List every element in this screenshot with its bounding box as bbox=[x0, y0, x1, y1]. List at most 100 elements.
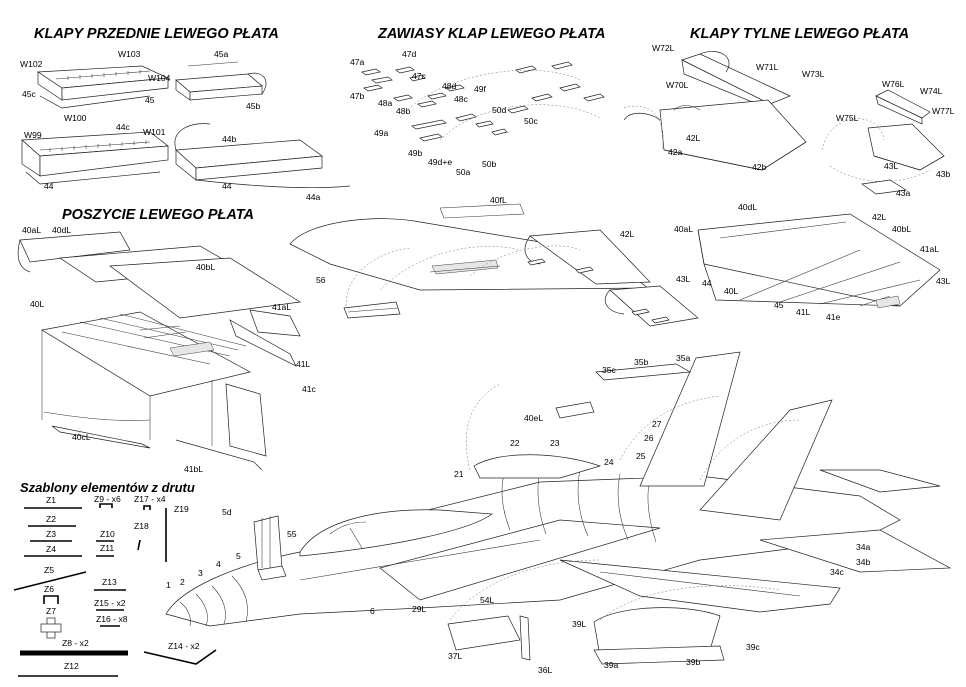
label-42l-center: 42L bbox=[620, 229, 635, 239]
label-47a: 47a bbox=[350, 57, 365, 67]
label-49d-e: 49d+e bbox=[428, 157, 452, 167]
front-flap-lower-drawing bbox=[21, 131, 169, 185]
label-54l: 54L bbox=[480, 595, 495, 605]
label-47b: 47b bbox=[350, 91, 365, 101]
label-49b: 49b bbox=[408, 148, 423, 158]
label-z11: Z11 bbox=[100, 543, 114, 553]
heading-rear-flaps: KLAPY TYLNE LEWEGO PŁATA bbox=[690, 26, 909, 42]
label-41al: 41aL bbox=[272, 302, 291, 312]
label-39c: 39c bbox=[746, 642, 761, 652]
label-z7: Z7 bbox=[46, 606, 56, 616]
label-48b: 48b bbox=[396, 106, 411, 116]
label-27: 27 bbox=[652, 419, 662, 429]
label-56: 56 bbox=[316, 275, 326, 285]
label-22: 22 bbox=[510, 438, 520, 448]
label-39b: 39b bbox=[686, 657, 701, 667]
label-37l: 37L bbox=[448, 651, 463, 661]
label-z14: Z14 - x2 bbox=[168, 641, 200, 651]
label-z19: Z19 bbox=[174, 504, 189, 514]
rear-flap-left-drawing bbox=[623, 51, 807, 171]
z7-cross-shape bbox=[40, 617, 62, 639]
rear-flap-right-drawing bbox=[821, 89, 945, 195]
label-42l-right: 42L bbox=[872, 212, 887, 222]
heading-skin: POSZYCIE LEWEGO PŁATA bbox=[62, 207, 254, 223]
label-z4: Z4 bbox=[46, 544, 56, 554]
hinge-group: 47a 47d 47c 47b 48a 48d 48b 48c 49f 50d … bbox=[350, 49, 605, 177]
label-41c: 41c bbox=[302, 384, 317, 394]
label-44a: 44a bbox=[306, 192, 321, 202]
label-45-right: 45 bbox=[774, 300, 784, 310]
heading-front-flaps: KLAPY PRZEDNIE LEWEGO PŁATA bbox=[34, 26, 279, 42]
wing-center-drawing bbox=[289, 203, 699, 327]
label-50d: 50d bbox=[492, 105, 507, 115]
label-26: 26 bbox=[644, 433, 654, 443]
label-40l-right: 40L bbox=[724, 286, 739, 296]
wing-skin-group: 40aL 40dL 40bL 40L 41aL 41L 41c 40cL 41b… bbox=[17, 225, 317, 474]
wing-center-group: 40fL 42L 56 43L bbox=[289, 195, 699, 327]
label-w75l: W75L bbox=[836, 113, 859, 123]
label-45: 45 bbox=[145, 95, 155, 105]
label-2: 2 bbox=[180, 577, 185, 587]
label-w100: W100 bbox=[64, 113, 87, 123]
label-40l: 40L bbox=[30, 299, 45, 309]
label-45c: 45c bbox=[22, 89, 37, 99]
aircraft-group: 35c 35b 35a 40eL 27 26 22 23 25 24 21 5d… bbox=[165, 351, 952, 675]
wing-skin-exploded-drawing bbox=[17, 231, 302, 471]
label-z13: Z13 bbox=[102, 577, 117, 587]
label-29l: 29L bbox=[412, 604, 427, 614]
label-z18: Z18 bbox=[134, 521, 149, 531]
label-z8: Z8 - x2 bbox=[62, 638, 89, 648]
label-41l: 41L bbox=[296, 359, 311, 369]
label-40el: 40eL bbox=[524, 413, 543, 423]
label-w71l: W71L bbox=[756, 62, 779, 72]
label-40dl: 40dL bbox=[52, 225, 71, 235]
label-44c: 44c bbox=[116, 122, 131, 132]
label-43b: 43b bbox=[936, 169, 951, 179]
rear-flap-group: W72L W71L W70L W73L 42L 42a 42b W76L W74… bbox=[623, 43, 955, 198]
label-23: 23 bbox=[550, 438, 560, 448]
label-w104: W104 bbox=[148, 73, 171, 83]
label-1: 1 bbox=[166, 580, 171, 590]
label-w73l: W73L bbox=[802, 69, 825, 79]
label-39l: 39L bbox=[572, 619, 587, 629]
label-41e: 41e bbox=[826, 312, 841, 322]
wire-template-drawings bbox=[13, 503, 217, 677]
label-49f: 49f bbox=[474, 84, 487, 94]
wire-template-group: Z1 Z2 Z3 Z4 Z5 Z6 Z7 Z8 - x2 Z12 Z9 - x6… bbox=[13, 494, 217, 677]
label-45a: 45a bbox=[214, 49, 229, 59]
heading-wire-templates: Szablony elementów z drutu bbox=[20, 480, 195, 495]
hinge-parts-drawing bbox=[361, 61, 605, 142]
label-z1: Z1 bbox=[46, 495, 56, 505]
label-4: 4 bbox=[216, 559, 221, 569]
label-44-a: 44 bbox=[44, 181, 54, 191]
label-45b: 45b bbox=[246, 101, 261, 111]
label-44-b: 44 bbox=[222, 181, 232, 191]
label-50a: 50a bbox=[456, 167, 471, 177]
label-34b: 34b bbox=[856, 557, 871, 567]
label-z2: Z2 bbox=[46, 514, 56, 524]
label-w76l: W76L bbox=[882, 79, 905, 89]
label-48c: 48c bbox=[454, 94, 469, 104]
label-43l: 43L bbox=[884, 161, 899, 171]
label-w99: W99 bbox=[24, 130, 42, 140]
label-5d: 5d bbox=[222, 507, 232, 517]
label-40bl-right: 40bL bbox=[892, 224, 911, 234]
label-43l-center: 43L bbox=[676, 274, 691, 284]
label-35b: 35b bbox=[634, 357, 649, 367]
label-42b: 42b bbox=[752, 162, 767, 172]
label-z3: Z3 bbox=[46, 529, 56, 539]
label-w74l: W74L bbox=[920, 86, 943, 96]
label-48d: 48d bbox=[442, 81, 457, 91]
label-35c: 35c bbox=[602, 365, 617, 375]
label-34a: 34a bbox=[856, 542, 871, 552]
wing-right-group: 40dL 42L 40aL 40bL 44 40L 41aL 43L 45 41… bbox=[674, 202, 951, 322]
label-21: 21 bbox=[454, 469, 464, 479]
label-44-right: 44 bbox=[702, 278, 712, 288]
label-w70l: W70L bbox=[666, 80, 689, 90]
wing-right-drawing bbox=[697, 213, 941, 309]
label-z12: Z12 bbox=[64, 661, 79, 671]
label-3: 3 bbox=[198, 568, 203, 578]
label-w101: W101 bbox=[143, 127, 166, 137]
label-36l: 36L bbox=[538, 665, 553, 675]
